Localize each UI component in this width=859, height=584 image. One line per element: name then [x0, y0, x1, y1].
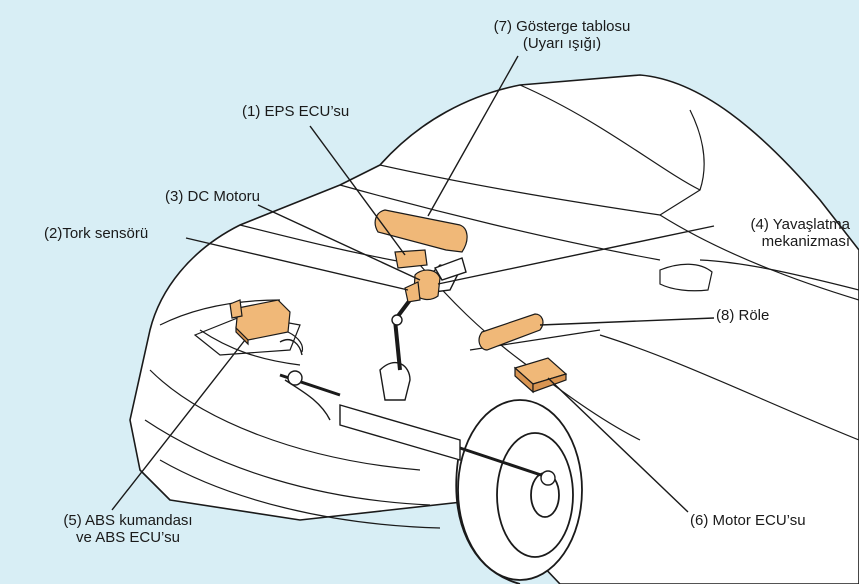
- eps-ecu-label: (1) EPS ECU’su: [242, 103, 350, 120]
- reduction-mechanism-label-line2: mekanizması: [761, 233, 850, 250]
- abs-actuator-label: (5) ABS kumandası ve ABS ECU’su: [42, 512, 214, 546]
- combination-meter-shape: [374, 209, 468, 253]
- engine-ecu-label: (6) Motor ECU’su: [690, 512, 806, 529]
- reduction-mechanism-label: (4) Yavaşlatma mekanizması: [716, 216, 851, 250]
- combination-meter-label: (7) Gösterge tablosu (Uyarı ışığı): [476, 18, 648, 52]
- abs-actuator-shape: [229, 299, 304, 353]
- reduction-mechanism-label-line1: (4) Yavaşlatma: [750, 216, 851, 233]
- relay-shape: [478, 313, 544, 351]
- dc-motor-shape: [404, 269, 441, 303]
- steering-rack: [279, 298, 556, 486]
- front-wheel: [455, 399, 583, 584]
- torque-sensor-label: (2)Tork sensörü: [44, 225, 149, 242]
- eps-ecu-shape: [394, 249, 428, 269]
- car-details: [144, 84, 859, 529]
- abs-actuator-label-line2: ve ABS ECU’su: [76, 529, 180, 546]
- leader-lines: [111, 55, 715, 513]
- relay-label: (8) Röle: [716, 307, 770, 324]
- engine-ecu-shape: [513, 357, 568, 394]
- abs-actuator-label-line1: (5) ABS kumandası: [63, 512, 193, 529]
- combination-meter-label-line1: (7) Gösterge tablosu: [493, 18, 631, 35]
- dc-motor-label: (3) DC Motoru: [165, 188, 261, 205]
- combination-meter-label-line2: (Uyarı ışığı): [522, 35, 602, 52]
